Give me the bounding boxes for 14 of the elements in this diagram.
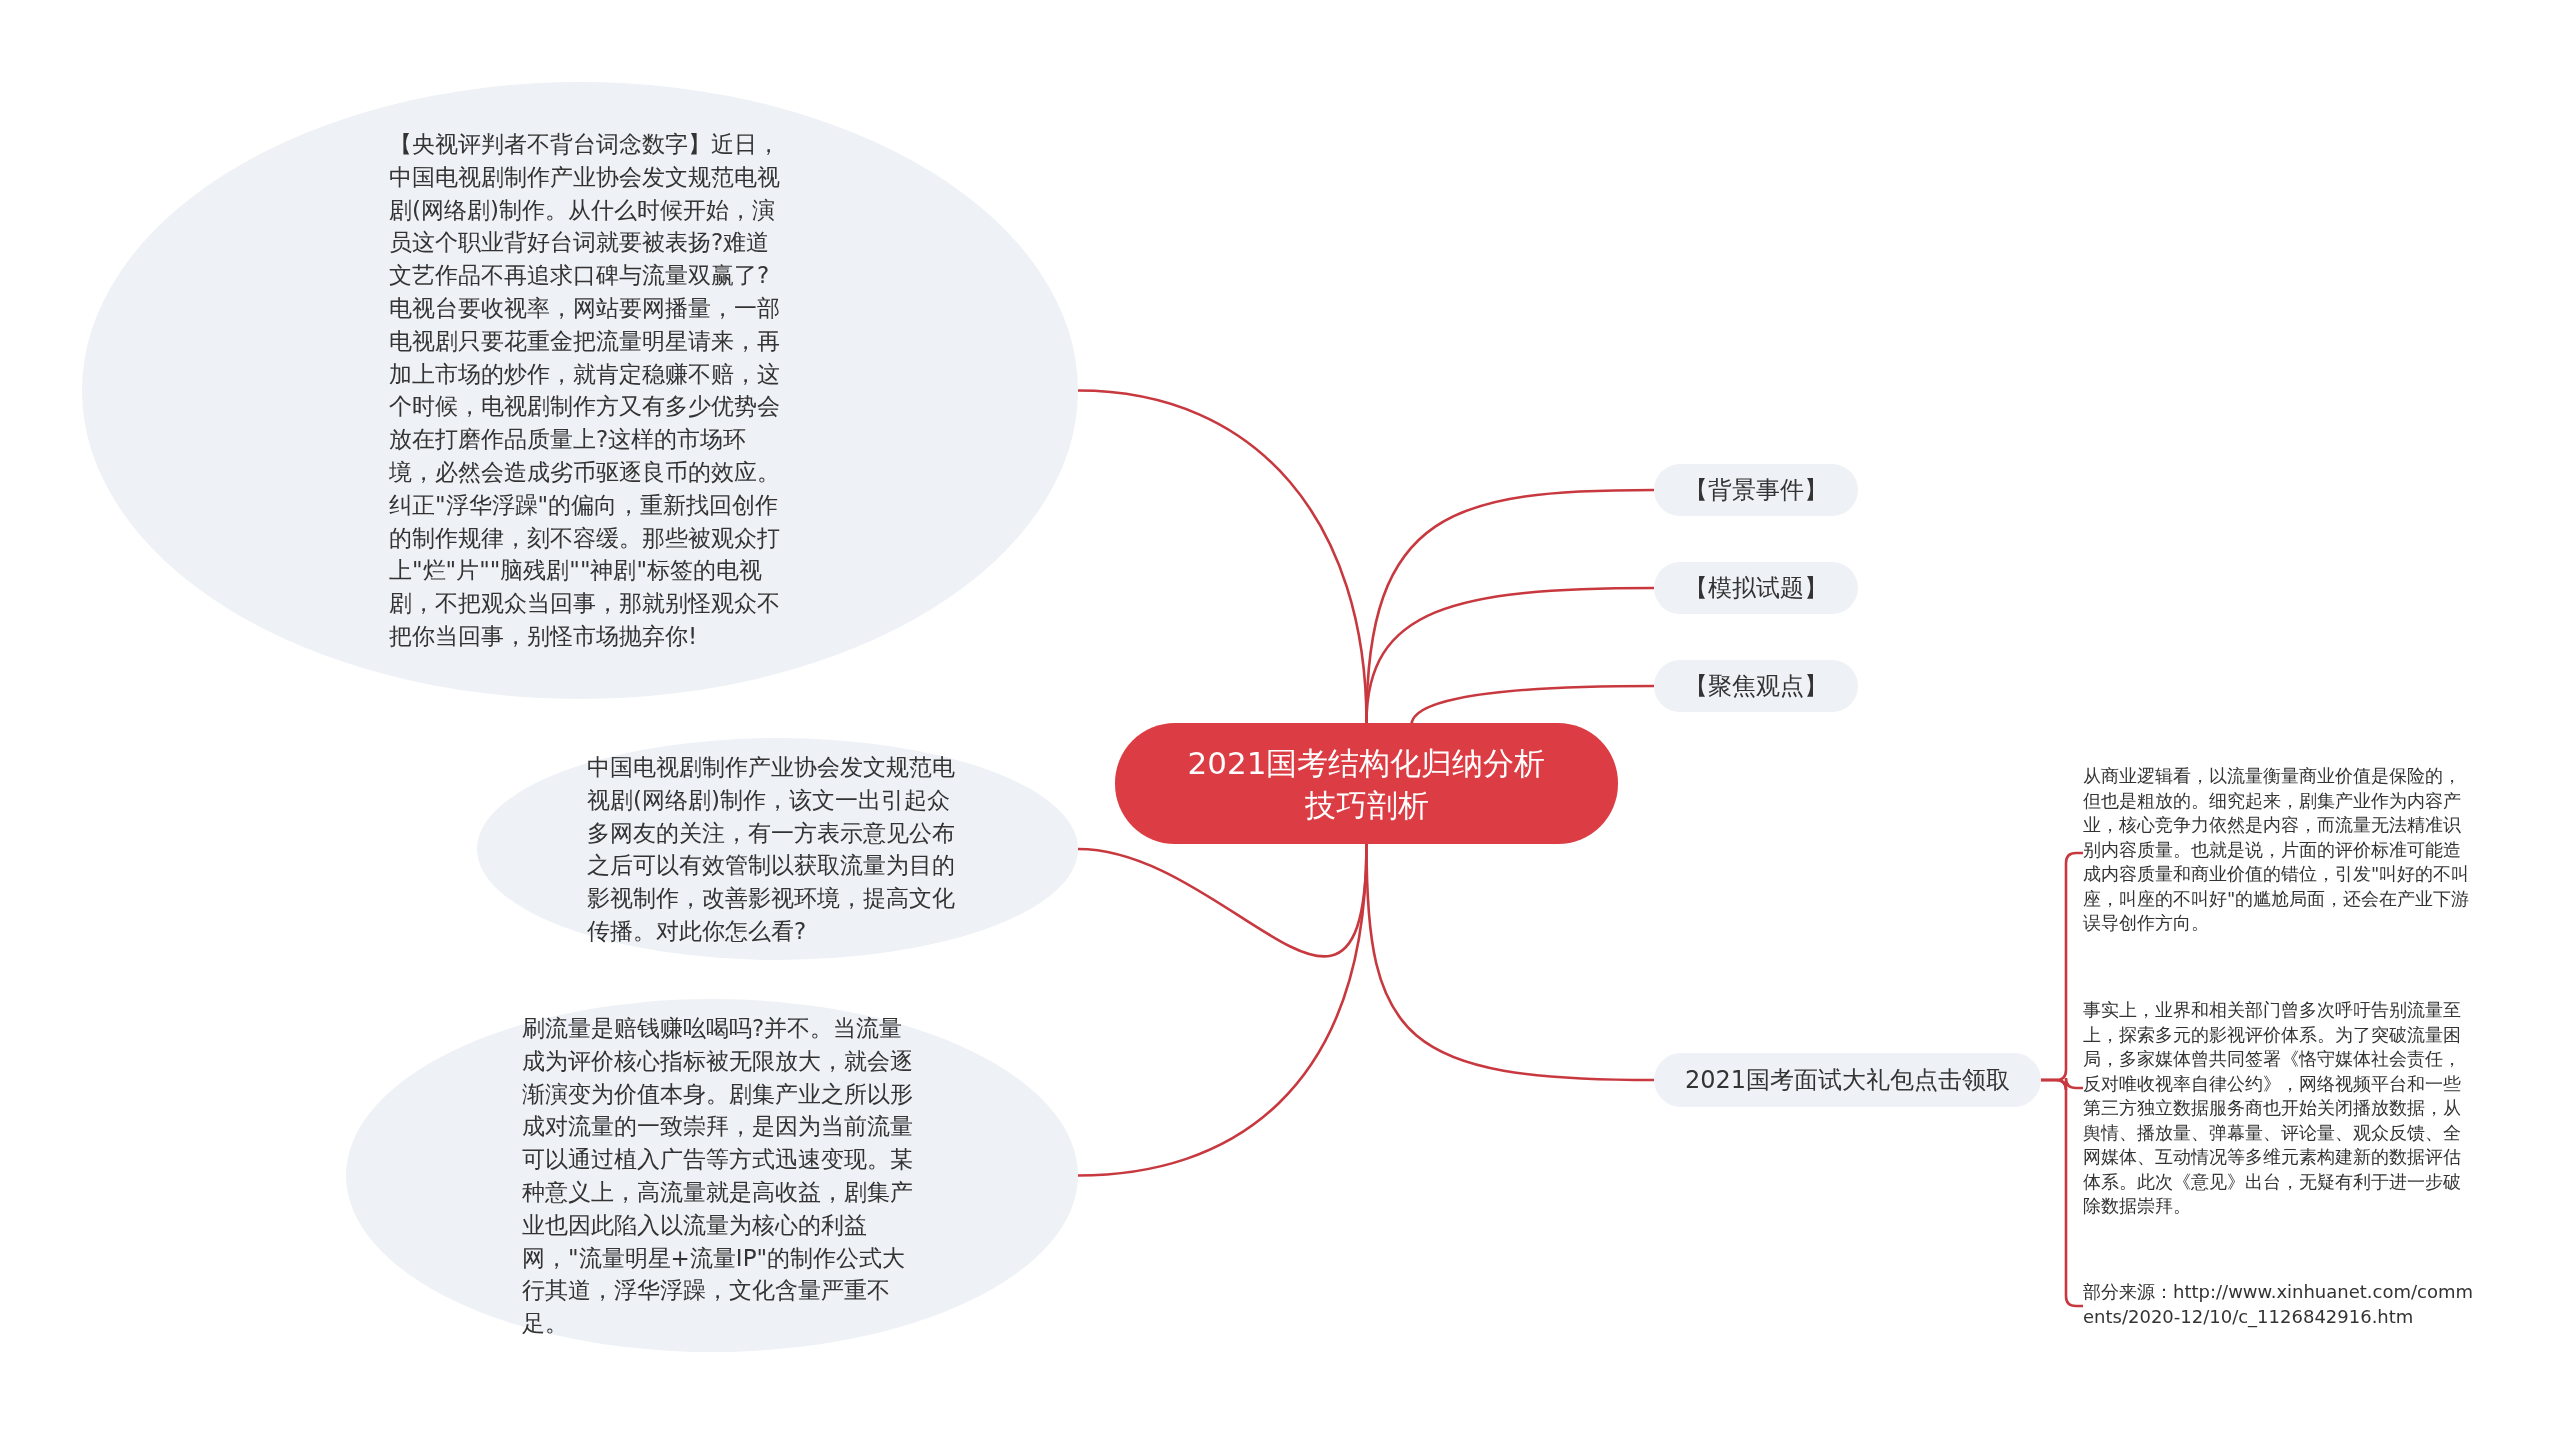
topic-pill: 【模拟试题】 xyxy=(1654,562,1858,614)
paragraph-text: 从商业逻辑看，以流量衡量商业价值是保险的，但也是粗放的。细究起来，剧集产业作为内容产业，核心竞争力依然是内容，而流量无法精准识别内容质量。也就是说，片面的评价标准可能造成内容质量和商业价值的错位，引发"叫好的不叫座，叫座的不叫好"的尴尬局面，还会在产业下游误导创作方向。 xyxy=(2083,764,2478,942)
paragraph-text: 中国电视剧制作产业协会发文规范电视剧(网络剧)制作，该文一出引起众多网友的关注，有一方表示意见公布之后可以有效管制以获取流量为目的影视制作，改善影视环境，提高文化传播。对此你怎么看? xyxy=(587,753,956,946)
branch-line xyxy=(1410,684,1654,726)
central-topic: 2021国考结构化归纳分析技巧剖析 xyxy=(1115,723,1618,844)
topic-pill: 2021国考面试大礼包点击领取 xyxy=(1654,1053,2041,1107)
branch-line xyxy=(1365,843,1654,1082)
paragraph-text: 部分来源：http://www.xinhuanet.com/comments/2020-12/10/c_1126842916.htm xyxy=(2083,1280,2478,1332)
paragraph-text: 事实上，业界和相关部门曾多次呼吁告别流量至上，探索多元的影视评价体系。为了突破流量困局，多家媒体曾共同签署《恪守媒体社会责任，反对唯收视率自律公约》，网络视频平台和一些第三方独立数据服务商也开始关闭播放数据，从舆情、播放量、弹幕量、评论量、观众反馈、全网媒体、互动情况等多维元素构建新的数据评估体系。此次《意见》出台，无疑有利于进一步破除数据崇拜。 xyxy=(2083,998,2478,1222)
branch-line xyxy=(1365,586,1654,724)
topic-pill: 【聚焦观点】 xyxy=(1654,660,1858,712)
topic-pill: 【背景事件】 xyxy=(1654,464,1858,516)
paragraph-text: 【央视评判者不背台词念数字】近日，中国电视剧制作产业协会发文规范电视剧(网络剧)制作。从什么时候开始，演员这个职业背好台词就要被表扬?难道文艺作品不再追求口碑与流量双赢了?电视台要收视率，网站要网播量，一部电视剧只要花重金把流量明星请来，再加上市场的炒作，就肯定稳赚不赔，这个时候，电视剧制作方又有多少优势会放在打磨作品质量上?这样的市场环境，必然会造成劣币驱逐良币的效应。纠正"浮华浮躁"的偏向，重新找回创作的制作规律，刻不容缓。那些被观众打上"烂"片""脑残剧""神剧"标签的电视剧，不把观众当回事，那就别怪观众不把你当回事，别怪市场抛弃你! xyxy=(389,130,781,651)
paragraph-text: 刷流量是赔钱赚吆喝吗?并不。当流量成为评价核心指标被无限放大，就会逐渐演变为价值本身。剧集产业之所以形成对流量的一致崇拜，是因为当前流量可以通过植入广告等方式迅速变现。某种意义上，高流量就是高收益，剧集产业也因此陷入以流量为核心的利益网，"流量明星+流量IP"的制作公式大行其道，浮华浮躁，文化含量严重不足。 xyxy=(522,1014,914,1339)
